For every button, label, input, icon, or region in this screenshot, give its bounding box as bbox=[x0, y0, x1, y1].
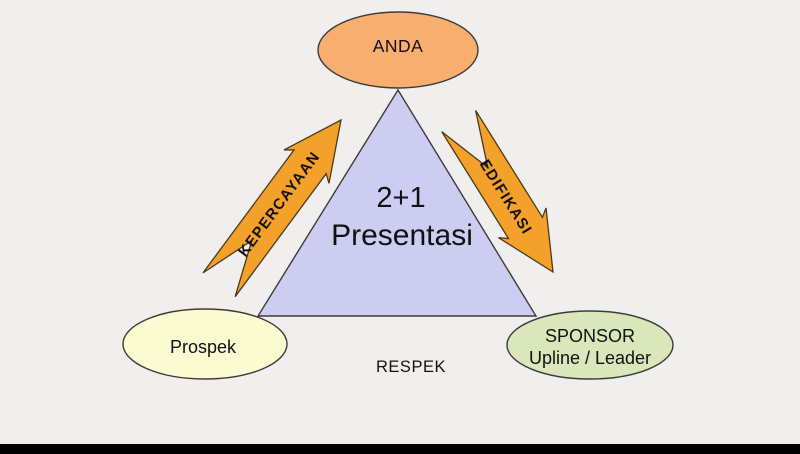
prospek-node bbox=[122, 308, 288, 380]
anda-node bbox=[317, 11, 479, 89]
bottom-letterbox-bar bbox=[0, 444, 800, 454]
edifikasi-arrow bbox=[441, 110, 554, 274]
anda-label: ANDA bbox=[373, 36, 424, 56]
center-label-line2: Presentasi bbox=[331, 219, 473, 252]
sponsor-label-line2: Upline / Leader bbox=[529, 348, 651, 368]
center-triangle bbox=[256, 88, 538, 317]
center-label-line1: 2+1 bbox=[376, 182, 425, 214]
respek-label: RESPEK bbox=[376, 358, 446, 376]
kepercayaan-arrow bbox=[202, 118, 342, 298]
prospek-label: Prospek bbox=[170, 337, 237, 357]
sponsor-node bbox=[506, 310, 674, 380]
sponsor-label-line1: SPONSOR bbox=[545, 326, 635, 346]
